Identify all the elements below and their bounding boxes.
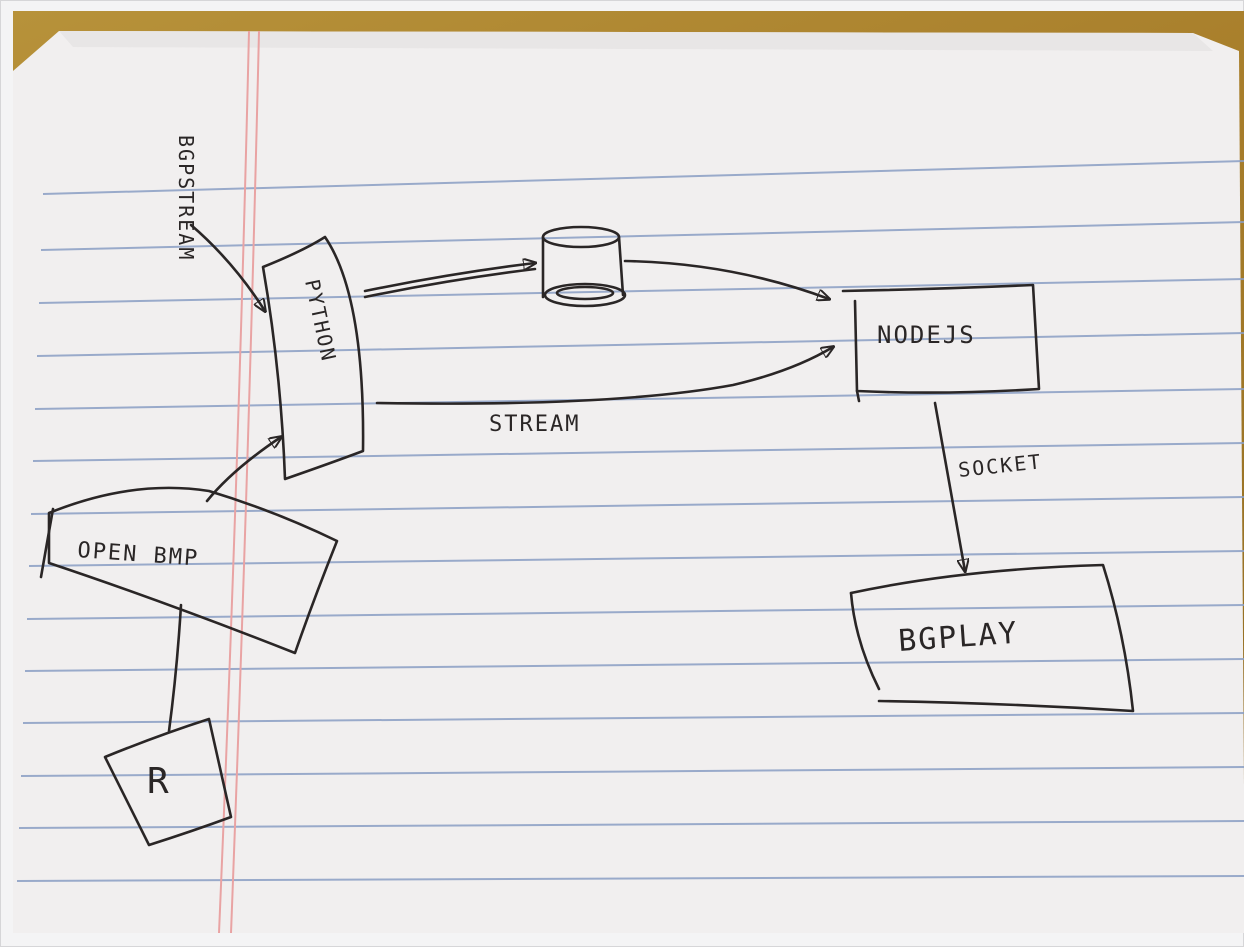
sketch-diagram: BGPSTREAM PYTHON NODEJS STREAM SOCKET OP… (13, 11, 1244, 933)
label-nodejs: NODEJS (877, 321, 976, 349)
label-bgpstream: BGPSTREAM (174, 135, 198, 261)
label-stream: STREAM (489, 412, 580, 437)
notepad-photo: BGPSTREAM PYTHON NODEJS STREAM SOCKET OP… (13, 11, 1244, 933)
label-router: R (147, 761, 171, 802)
